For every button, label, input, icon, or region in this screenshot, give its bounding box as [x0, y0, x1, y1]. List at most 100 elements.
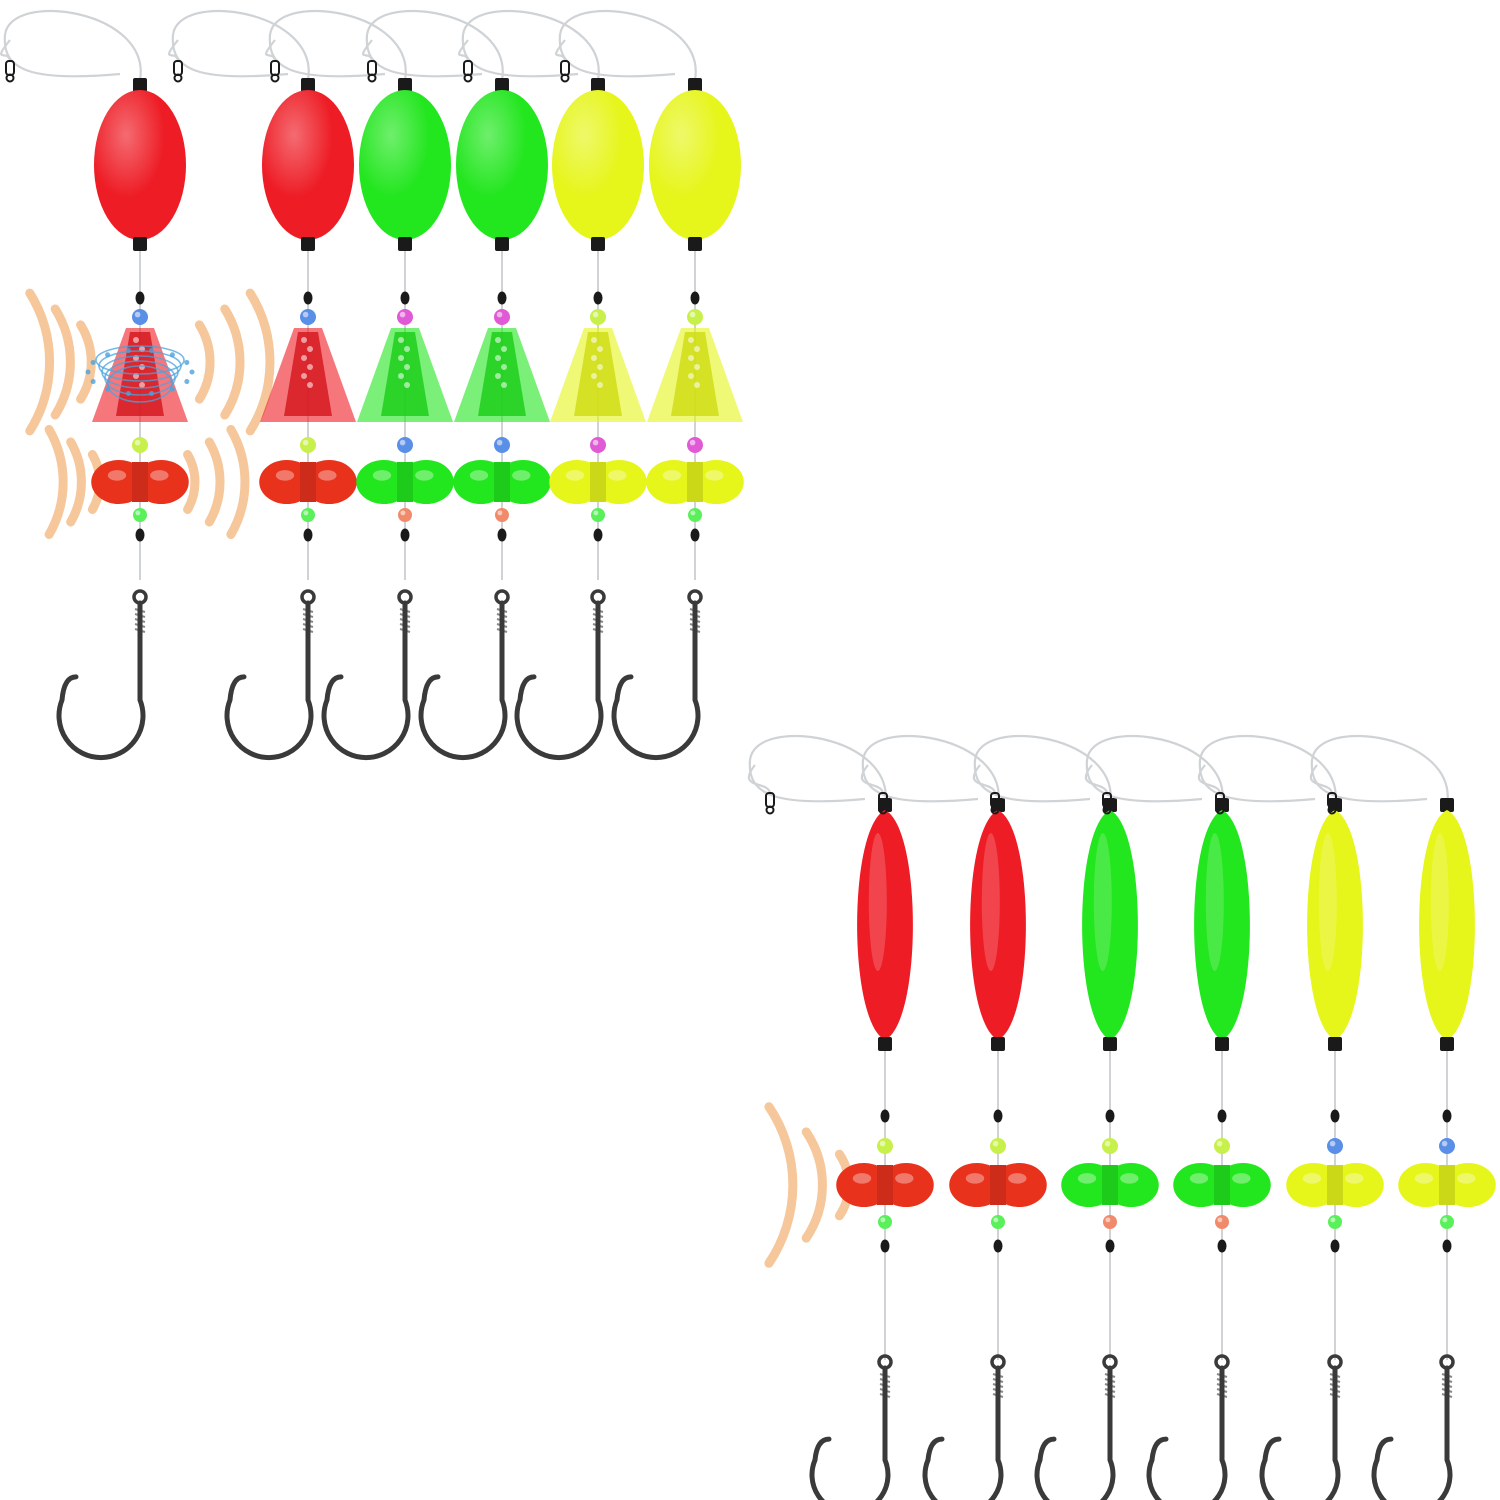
float-top-cap	[878, 798, 892, 812]
rattle-weight	[453, 460, 551, 504]
rattle-shine	[852, 1173, 872, 1184]
glow-bead-shine	[399, 311, 406, 318]
popping-cone	[550, 328, 646, 422]
cone-core	[574, 332, 622, 416]
cone-rattle-bead	[495, 373, 501, 379]
rattle-shine	[705, 470, 724, 481]
glow-bead-shine	[592, 439, 599, 446]
glow-bead	[1440, 1215, 1454, 1229]
float-bottom-cap	[495, 237, 509, 251]
cone-rattle-bead	[139, 364, 145, 370]
leader-line	[555, 39, 567, 63]
splash-droplet	[90, 359, 96, 365]
float-top-cap	[1440, 798, 1454, 812]
rig-2	[860, 734, 1047, 1500]
sound-wave-arc	[183, 450, 200, 514]
cone-rattle-bead	[597, 346, 603, 352]
cone-rattle-bead	[301, 373, 307, 379]
float-top-cap	[1215, 798, 1229, 812]
rattle-center	[590, 462, 606, 502]
sound-wave-arc	[25, 288, 55, 436]
glow-bead-shine	[400, 510, 406, 516]
glow-bead	[1439, 1138, 1455, 1154]
sound-wave-arc	[50, 304, 75, 420]
hook-bend	[611, 600, 701, 761]
glow-bead	[301, 508, 315, 522]
glow-bead-shine	[496, 439, 503, 446]
rattle-shine	[415, 470, 434, 481]
fishing-hook-icon	[1371, 1354, 1455, 1500]
splash-droplet	[105, 386, 111, 392]
black-bead	[880, 1109, 890, 1123]
splash-droplet	[169, 352, 175, 358]
rattle-shine	[275, 470, 295, 481]
cigar-float	[1419, 810, 1475, 1040]
glow-bead	[590, 437, 606, 453]
splash-droplet	[189, 369, 195, 375]
black-bead	[1442, 1109, 1452, 1123]
leader-loop	[973, 734, 1112, 806]
glow-bead	[1102, 1138, 1118, 1154]
rattle-shine	[1457, 1173, 1476, 1184]
splash-swirl	[98, 350, 182, 382]
black-bead	[400, 528, 410, 542]
swivel-icon	[367, 60, 377, 76]
rattle-weight	[1286, 1163, 1384, 1207]
leader-loop	[748, 734, 887, 806]
fishing-hook-icon	[1034, 1354, 1118, 1500]
cone-rattle-bead	[495, 337, 501, 343]
black-bead	[400, 291, 410, 305]
black-bead	[303, 528, 313, 542]
glow-bead	[132, 437, 148, 453]
cone-rattle-bead	[404, 346, 410, 352]
splash-swirl	[101, 355, 179, 389]
swivel-ring	[1327, 805, 1337, 815]
float-bottom-cap	[398, 237, 412, 251]
leader-line	[1197, 764, 1222, 795]
float-shine	[981, 833, 1000, 971]
glow-bead	[495, 508, 509, 522]
glow-bead	[398, 508, 412, 522]
black-bead	[1105, 1239, 1115, 1253]
fishing-hook-icon	[611, 589, 703, 761]
rattle-center	[1102, 1165, 1118, 1205]
float-shine	[649, 90, 741, 240]
glow-bead	[688, 508, 702, 522]
popping-cone	[647, 328, 743, 422]
leader-line	[860, 764, 885, 795]
float-top-cap	[301, 78, 315, 92]
black-bead	[690, 528, 700, 542]
glow-bead	[1103, 1215, 1117, 1229]
swivel-ring	[990, 805, 1000, 815]
float-shine	[359, 90, 451, 240]
sound-wave-arc	[245, 288, 275, 436]
cone-rattle-bead	[688, 337, 694, 343]
popping-cone	[454, 328, 550, 422]
leader-loop	[268, 9, 407, 81]
rig-4	[1084, 734, 1271, 1500]
rig-2	[168, 9, 357, 761]
hook-bend	[809, 1365, 891, 1500]
leader-loop	[1198, 734, 1337, 806]
glow-bead-shine	[689, 439, 696, 446]
hook-bend	[56, 600, 146, 761]
glow-bead	[1215, 1215, 1229, 1229]
fishing-hook-icon	[56, 589, 148, 761]
swivel-ring	[560, 73, 570, 83]
glow-bead	[590, 309, 606, 325]
hook-bend	[514, 600, 604, 761]
glow-bead	[687, 437, 703, 453]
cone-rattle-bead	[694, 364, 700, 370]
glow-bead-shine	[302, 439, 309, 446]
splash-droplet	[149, 390, 155, 396]
rattle-shine	[1302, 1173, 1322, 1184]
cone-rattle-bead	[139, 382, 145, 388]
cone-rattle-bead	[501, 382, 507, 388]
rattle-shine	[150, 470, 169, 481]
glow-bead	[300, 437, 316, 453]
rattle-shine	[1345, 1173, 1364, 1184]
leader-line	[747, 764, 772, 795]
glow-bead	[133, 508, 147, 522]
cone-rattle-bead	[398, 337, 404, 343]
